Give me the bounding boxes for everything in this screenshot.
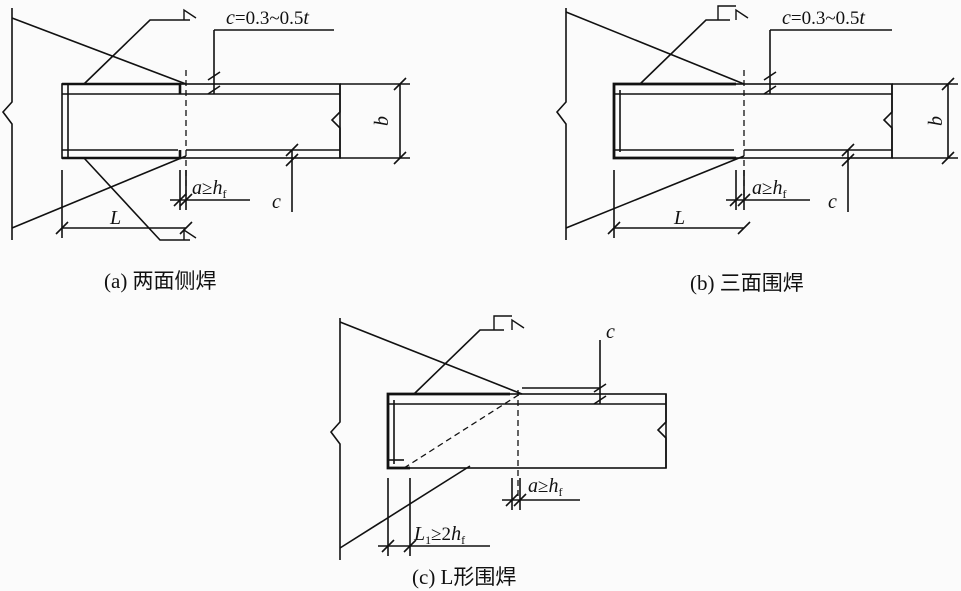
panel-a-gusset-edge-top xyxy=(11,17,187,85)
panel-a-gusset-plate xyxy=(1,8,13,240)
panel-a-b-label: b xyxy=(371,116,393,126)
panel-b-c-label: c xyxy=(828,191,837,213)
panel-a-gusset-edge-bottom xyxy=(11,155,187,229)
panel-a-c-label: c xyxy=(272,191,281,213)
panel-a-L-label: L xyxy=(109,207,121,229)
panel-b-weld-leader xyxy=(639,19,730,85)
panel-b-three-side-fillet-weld xyxy=(612,82,736,160)
panel-b-three-side-weld xyxy=(555,5,958,240)
panel-a-two-side-weld xyxy=(1,8,410,241)
panel-b-gusset-plate xyxy=(555,8,567,240)
panel-a-weld-leader-top xyxy=(83,19,190,85)
panel-b-labels: c=0.3~0.5t b c L a≥hf (b) 三面围焊 xyxy=(673,7,947,295)
panel-a-a-label: a≥hf xyxy=(192,177,226,201)
panel-b-weld-symbol-icon xyxy=(717,5,749,20)
panel-a-bottom-fillet-weld xyxy=(62,150,182,160)
panel-a-labels: c=0.3~0.5t b c L a≥hf (a) 两面侧焊 xyxy=(104,7,393,293)
panel-c-weld-symbol-icon xyxy=(493,315,525,330)
panel-c-weld-leader xyxy=(413,329,504,395)
panel-b-caption: (b) 三面围焊 xyxy=(690,271,804,295)
panel-c-L-fillet-weld xyxy=(386,392,510,470)
panel-a-c-formula: c=0.3~0.5t xyxy=(226,7,309,29)
panel-b-b-label: b xyxy=(925,116,947,126)
panel-c-caption: (c) L形围焊 xyxy=(412,565,516,589)
panel-a-angle-member xyxy=(61,83,341,159)
panel-b-L-label: L xyxy=(673,207,685,229)
panel-a-weld-leader-bottom xyxy=(83,157,190,241)
panel-c-angle-member xyxy=(387,393,667,469)
panel-b-a-label: a≥hf xyxy=(752,177,786,201)
panel-c-L-shaped-weld xyxy=(329,315,667,560)
panel-c-a-label: a≥hf xyxy=(528,475,562,499)
panel-a-caption: (a) 两面侧焊 xyxy=(104,269,217,293)
panel-a-top-fillet-weld xyxy=(62,82,182,94)
panel-c-c-label: c xyxy=(606,321,615,343)
panel-c-gusset-plate xyxy=(329,318,341,560)
panel-b-c-formula: c=0.3~0.5t xyxy=(782,7,865,29)
panel-c-L1-label: L1≥2hf xyxy=(413,523,465,547)
panel-c-labels: c a≥hf L1≥2hf (c) L形围焊 xyxy=(412,321,615,589)
